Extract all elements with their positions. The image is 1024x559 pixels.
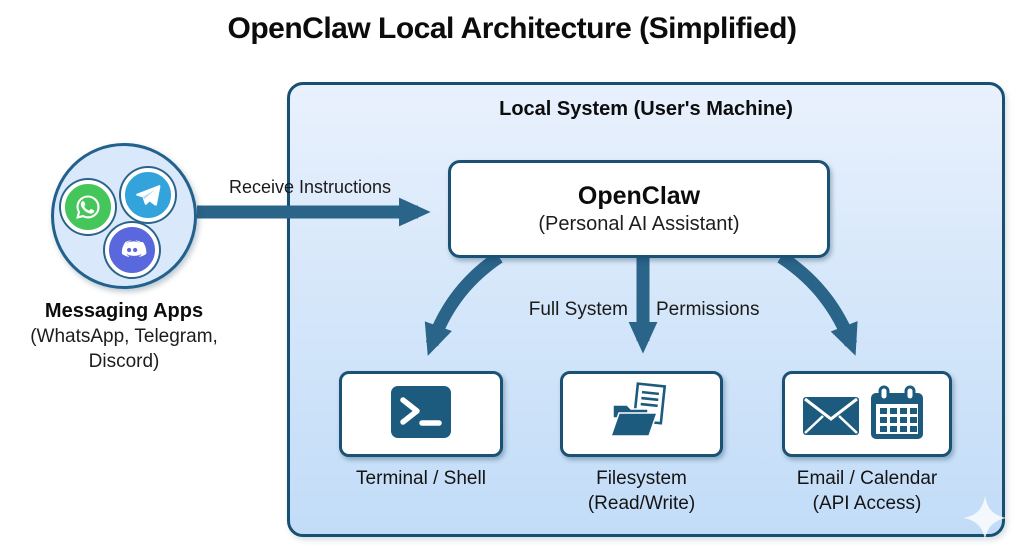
calendar-icon [871, 385, 923, 439]
folder-document-icon [608, 381, 676, 447]
messaging-apps-node [51, 143, 197, 289]
openclaw-title: OpenClaw [577, 182, 701, 210]
email-calendar-icon [782, 371, 952, 457]
email-label: Email / Calendar (API Access) [757, 466, 977, 516]
terminal-node [339, 371, 503, 457]
edge-label-permissions: Permissions [656, 299, 760, 320]
email-label-text: Email / Calendar [796, 468, 938, 489]
sparkle-icon [963, 496, 1007, 540]
filesystem-node [560, 371, 723, 457]
page-title: OpenClaw Local Architecture (Simplified) [227, 12, 797, 45]
terminal-label: Terminal / Shell [319, 466, 523, 491]
local-system-title: Local System (User's Machine) [499, 98, 793, 120]
openclaw-subtitle: (Personal AI Assistant) [538, 213, 740, 235]
discord-icon [105, 223, 159, 277]
envelope-icon [803, 397, 859, 435]
messaging-apps-subtitle: (WhatsApp, Telegram, Discord) [30, 326, 218, 372]
terminal-label-text: Terminal / Shell [356, 468, 486, 489]
filesystem-label-text: Filesystem [596, 468, 687, 489]
messaging-apps-title: Messaging Apps [44, 300, 204, 322]
email-sublabel-text: (API Access) [812, 493, 922, 514]
telegram-icon [121, 168, 175, 222]
edge-label-receive-instructions: Receive Instructions [228, 177, 392, 197]
edge-label-full-system: Full System [528, 299, 628, 320]
messaging-apps-label: Messaging Apps (WhatsApp, Telegram, Disc… [0, 298, 254, 374]
filesystem-sublabel-text: (Read/Write) [587, 493, 696, 514]
openclaw-node: OpenClaw (Personal AI Assistant) [448, 160, 830, 258]
filesystem-label: Filesystem (Read/Write) [540, 466, 743, 516]
terminal-icon [389, 384, 453, 445]
whatsapp-icon [61, 180, 115, 234]
